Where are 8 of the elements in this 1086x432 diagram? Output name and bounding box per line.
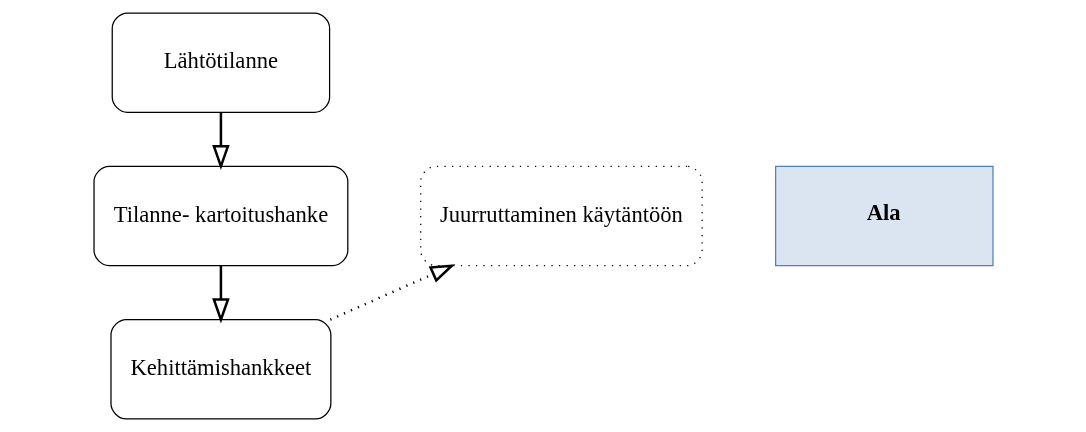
arrow [211, 265, 230, 324]
node-box: Lähtötilanne [111, 12, 330, 113]
node-box: Ala [774, 165, 994, 267]
arrow [329, 264, 455, 321]
node-box: Tilanne- kartoitushanke [92, 165, 348, 267]
node-box: Kehittämishankkeet [109, 319, 331, 420]
node-box: Juurruttaminen käytäntöön [419, 165, 703, 267]
arrow [211, 112, 230, 171]
